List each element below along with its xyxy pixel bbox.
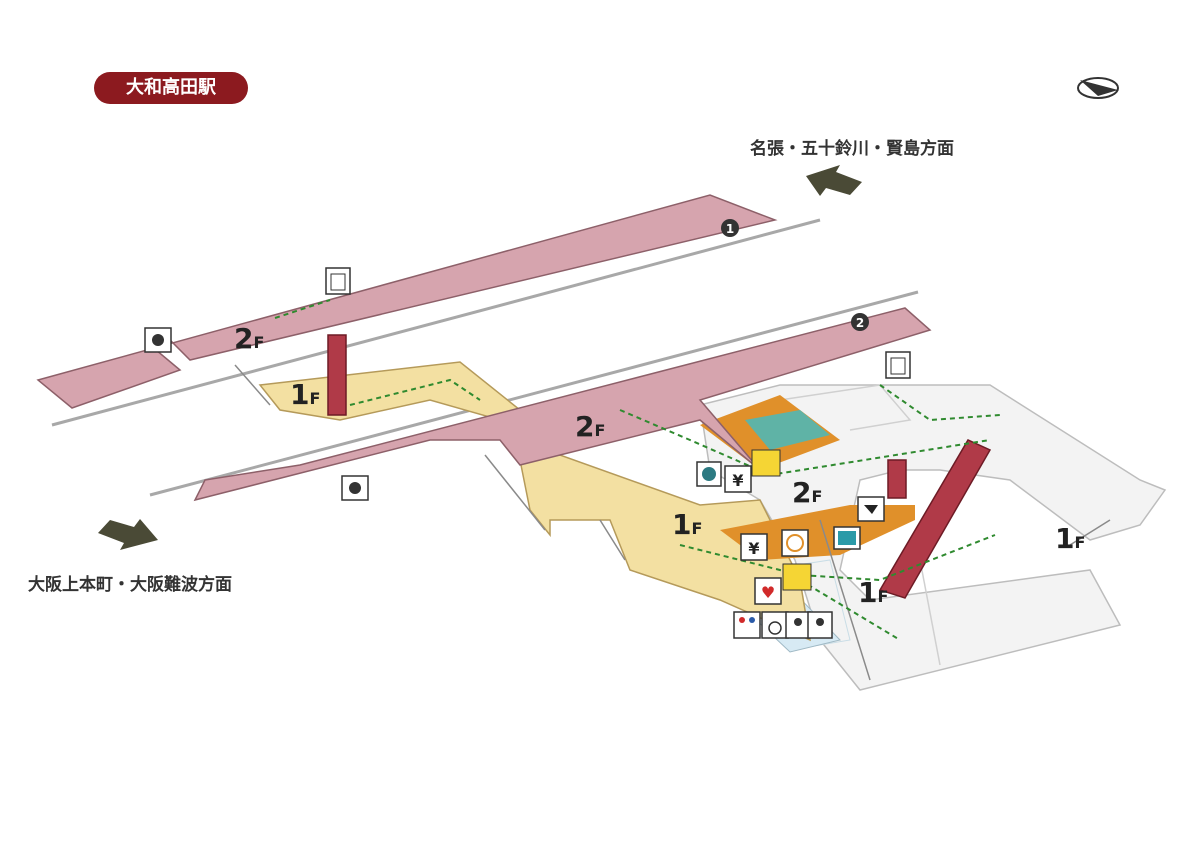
yen-icon-text: ¥ (732, 471, 743, 490)
elevator-icon (325, 267, 351, 295)
arrow-east-icon (806, 165, 862, 196)
platform-number-1: 1 (721, 219, 739, 237)
aed-icon: ♥ (754, 577, 782, 605)
platform-number-2-text: 2 (856, 316, 864, 330)
floor-label-lower-right-1f: 1F (858, 576, 888, 609)
svg-text:♥: ♥ (761, 583, 775, 602)
compass-icon (1077, 77, 1119, 99)
arrow-west-icon (98, 519, 158, 550)
platform-number-2: 2 (851, 313, 869, 331)
floor-label-center-1f: 1F (672, 508, 702, 541)
ticket-machine-icon (751, 449, 781, 477)
track-line-upper (51, 218, 821, 427)
teal-area (745, 410, 830, 450)
station-name-badge: 大和高田駅 (94, 72, 248, 104)
elevator-shaft-1 (327, 334, 347, 416)
stairs (234, 364, 1111, 681)
escalator (878, 439, 992, 599)
concourse-upper-1f (258, 361, 522, 421)
ostomate-icon (785, 611, 811, 639)
elevator-icon-2 (885, 351, 911, 379)
baby-care-icon (807, 611, 833, 639)
ground-floor-room (779, 384, 912, 431)
direction-east-label: 名張・五十鈴川・賢島方面 (750, 139, 954, 159)
platform-number-1-text: 1 (726, 222, 734, 236)
yen-icon-2-text: ¥ (748, 539, 759, 558)
toilet-icon (733, 611, 761, 639)
elevator-shaft-2 (887, 459, 907, 499)
office-icon (781, 529, 809, 557)
ground-floor-divider (919, 559, 941, 666)
transfer-icon (833, 526, 861, 550)
ticket-gate-icon (696, 461, 722, 487)
platform-2 (193, 307, 932, 502)
waiting-room-icon (144, 327, 172, 353)
wheelchair-icon (761, 611, 789, 639)
floor-label-right-2f: 2F (792, 476, 822, 509)
route-paths (274, 299, 1001, 641)
track-line-lower (149, 290, 919, 497)
yen-icon-2: ¥ (740, 533, 768, 561)
yen-icon: ¥ (724, 465, 752, 493)
information-icon (857, 496, 885, 522)
station-name: 大和高田駅 (126, 77, 216, 98)
floor-label-upper-left-1f: 1F (290, 378, 320, 411)
waiting-room-icon-2 (341, 475, 369, 501)
floor-label-center-2f: 2F (575, 410, 605, 443)
floor-label-far-right-1f: 1F (1055, 522, 1085, 555)
floor-label-upper-left-2f: 2F (234, 322, 264, 355)
concourse-lower-1f (519, 454, 811, 642)
direction-west-label: 大阪上本町・大阪難波方面 (28, 575, 232, 595)
ticket-machine-icon-2 (782, 563, 812, 591)
